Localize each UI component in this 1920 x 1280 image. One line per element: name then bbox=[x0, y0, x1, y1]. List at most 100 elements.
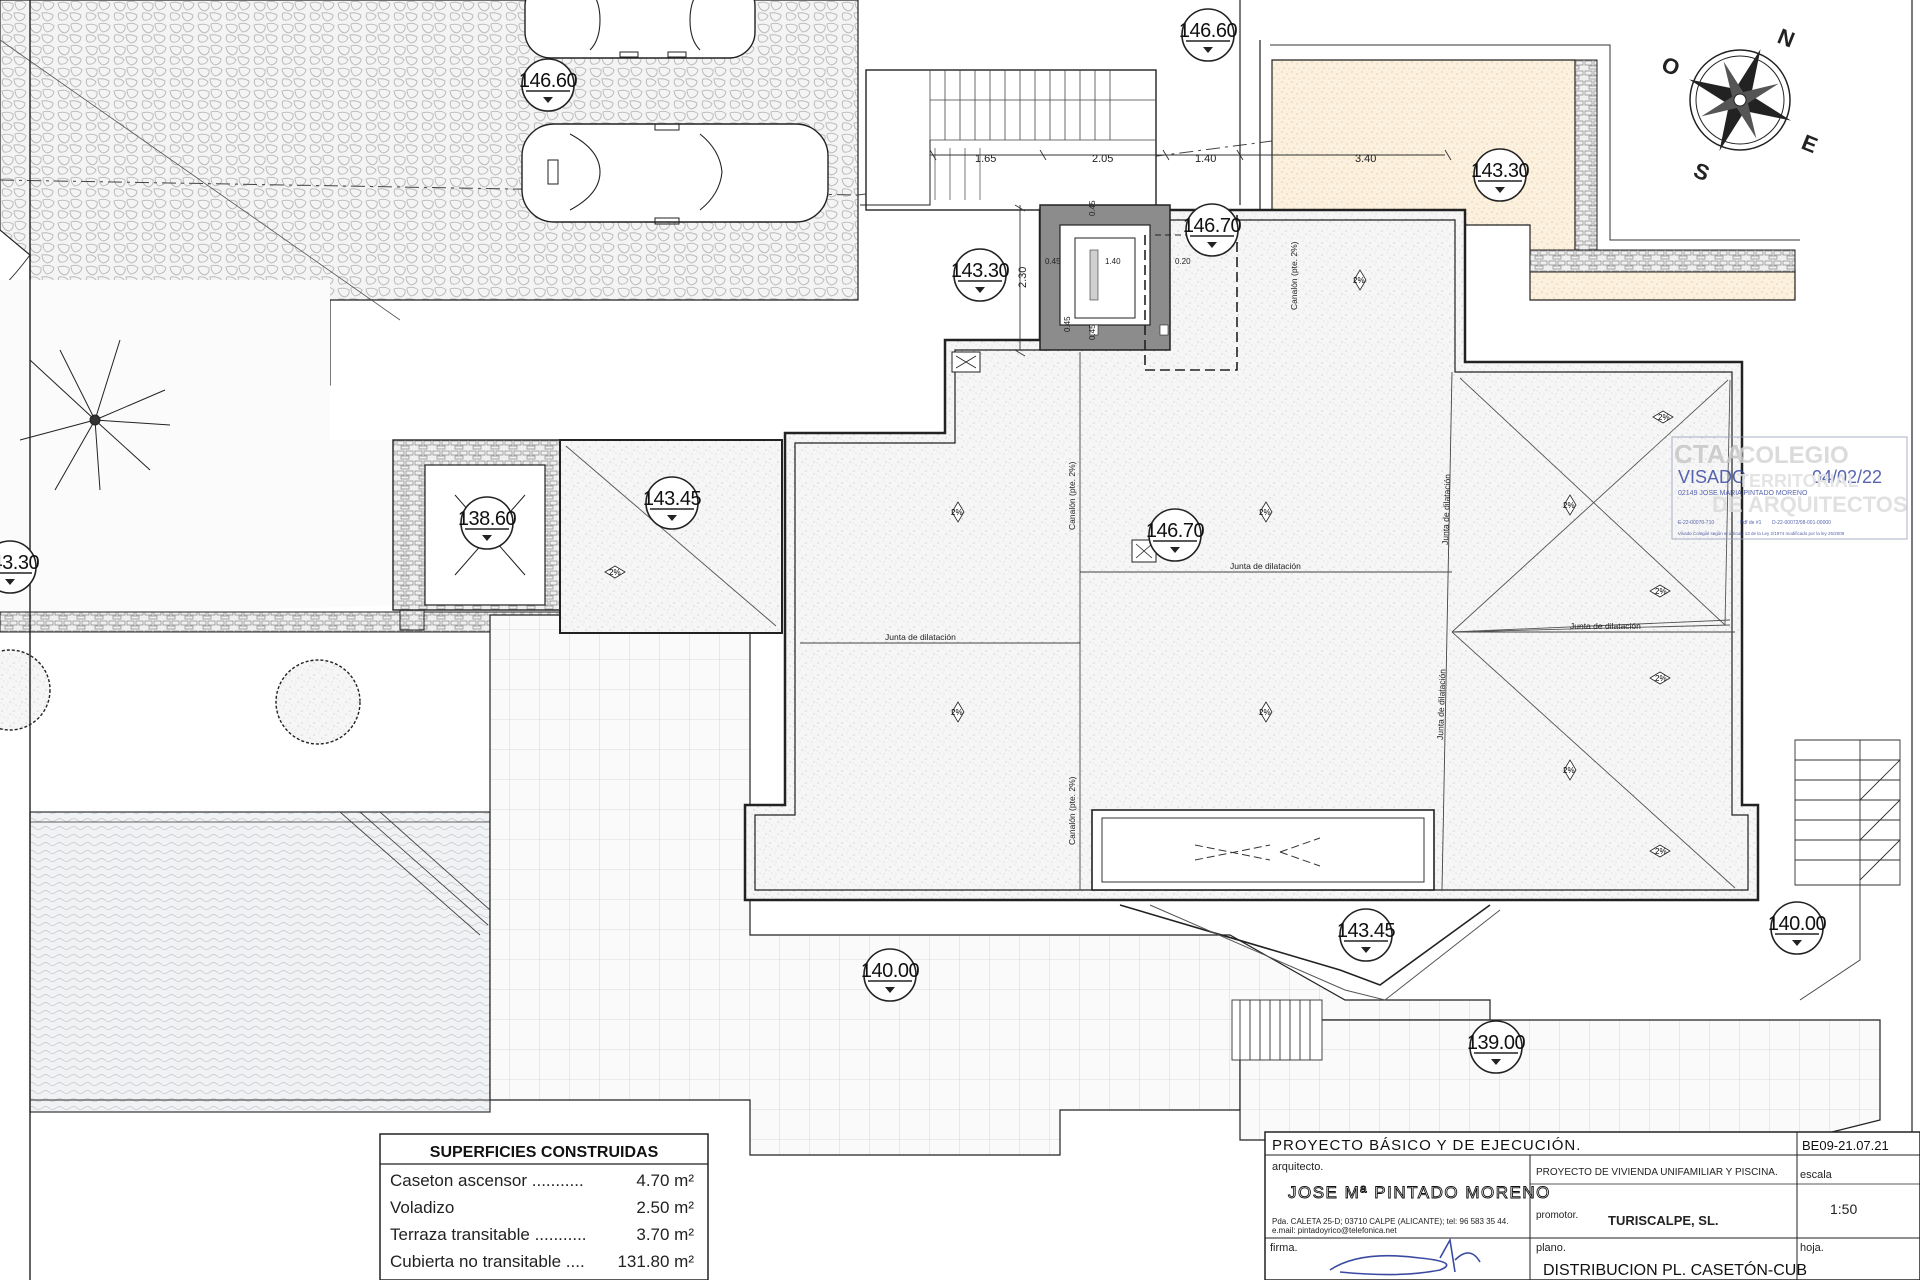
level-marker: 139.00 bbox=[1467, 1020, 1526, 1074]
roof-hatch-icon bbox=[1131, 539, 1157, 563]
level-value: 146.70 bbox=[1183, 215, 1242, 237]
gutter-label: Canalón (pte. 2%) bbox=[1067, 776, 1077, 845]
elevator-shaft bbox=[1039, 204, 1238, 371]
dimension-0-45-top: 0.45 bbox=[1088, 200, 1097, 216]
surface-row: Caseton ascensor ........... 4.70 m² bbox=[390, 1171, 694, 1190]
level-marker: 146.70 bbox=[1183, 203, 1242, 257]
level-markers: 146.60146.60143.30143.30146.70138.60143.… bbox=[0, 8, 1827, 1074]
compass-west-letter: O bbox=[1658, 51, 1683, 81]
plan-name: DISTRIBUCION PL. CASETÓN-CUB bbox=[1543, 1260, 1807, 1279]
swimming-pool bbox=[29, 811, 491, 1113]
shrub-symbol bbox=[0, 649, 51, 731]
level-value: 143.45 bbox=[643, 488, 702, 510]
stamp-ref2: Pdf de #1 bbox=[1740, 520, 1762, 526]
level-marker: 140.00 bbox=[861, 948, 920, 1002]
roof-slabs bbox=[559, 208, 1760, 1001]
level-marker: 143.30 bbox=[0, 540, 40, 594]
svg-text:2%: 2% bbox=[951, 508, 963, 517]
architect-label: arquitecto. bbox=[1272, 1161, 1323, 1173]
expansion-joint-label: Junta de dilatación bbox=[1435, 669, 1447, 740]
stamp-date: 04/02/22 bbox=[1812, 467, 1882, 487]
svg-text:2%: 2% bbox=[1655, 587, 1667, 596]
svg-text:2%: 2% bbox=[1563, 766, 1575, 775]
expansion-joint-label: Junta de dilatación bbox=[1570, 621, 1641, 631]
surface-value: 2.50 m² bbox=[636, 1198, 694, 1217]
slope-arrow: 2% bbox=[1353, 269, 1367, 291]
dimension-1-65: 1.65 bbox=[975, 153, 996, 165]
project-description: PROYECTO DE VIVIENDA UNIFAMILIAR Y PISCI… bbox=[1536, 1167, 1778, 1178]
architect-address: Pda. CALETA 25-D; 03710 CALPE (ALICANTE)… bbox=[1272, 1217, 1508, 1226]
slope-arrow: 2% bbox=[1259, 501, 1273, 523]
dimension-2-05: 2.05 bbox=[1092, 153, 1113, 165]
expansion-joint-label: Junta de dilatación bbox=[1230, 561, 1301, 571]
plan-label: plano. bbox=[1536, 1242, 1566, 1254]
car-top bbox=[524, 0, 756, 59]
slope-arrow: 2% bbox=[1563, 494, 1577, 516]
slope-arrow: 2% bbox=[1649, 584, 1671, 598]
entrance-stairs bbox=[860, 69, 1157, 211]
level-marker: 143.45 bbox=[1337, 908, 1396, 962]
dimension-2-30: 2.30 bbox=[1017, 267, 1029, 288]
visado-stamp: CTAA COLEGIO VISADO 04/02/22 TERRITORIAL… bbox=[1671, 436, 1908, 540]
svg-text:2%: 2% bbox=[1353, 276, 1365, 285]
dimension-0-45-side: 0.45 bbox=[1063, 316, 1072, 332]
level-value: 146.60 bbox=[519, 70, 578, 92]
stamp-visado: VISADO bbox=[1678, 467, 1746, 487]
dimension-0-20: 0.20 bbox=[1175, 257, 1191, 266]
sheet-label: hoja. bbox=[1800, 1242, 1824, 1254]
svg-text:2%: 2% bbox=[1655, 674, 1667, 683]
slope-markers: 2% 2% 2% 2% 2% 2% 2% 2% 2% 2% 2% 2% bbox=[604, 269, 1674, 858]
level-marker: 143.45 bbox=[643, 476, 702, 530]
roof-annotations: Junta de dilatación Junta de dilatación … bbox=[885, 241, 1641, 845]
gutter-label: Canalón (pte. 2%) bbox=[1289, 241, 1299, 310]
dimension-1-40: 1.40 bbox=[1195, 153, 1216, 165]
level-marker: 138.60 bbox=[458, 496, 517, 550]
surface-value: 3.70 m² bbox=[636, 1225, 694, 1244]
stamp-college: COLEGIO bbox=[1738, 442, 1849, 469]
slope-arrow: 2% bbox=[1652, 410, 1674, 424]
level-marker: 146.70 bbox=[1146, 508, 1205, 562]
stone-wall bbox=[0, 611, 561, 633]
slope-arrow: 2% bbox=[1563, 759, 1577, 781]
stamp-architect: 02149 JOSE MARIA PINTADO MORENO bbox=[1678, 490, 1808, 497]
surfaces-table: SUPERFICIES CONSTRUIDAS Caseton ascensor… bbox=[379, 1133, 709, 1280]
signature-label: firma. bbox=[1270, 1242, 1298, 1254]
expansion-joint-label: Junta de dilatación bbox=[885, 632, 956, 642]
surface-row: Cubierta no transitable ....131.80 m² bbox=[390, 1252, 694, 1271]
promotor-name: TURISCALPE, SL. bbox=[1608, 1213, 1719, 1228]
level-marker: 146.60 bbox=[519, 58, 578, 112]
compass-north-letter: N bbox=[1774, 23, 1798, 52]
surface-label: Cubierta no transitable .... bbox=[390, 1252, 585, 1271]
stamp-college3: DE ARQUITECTOS bbox=[1712, 492, 1908, 517]
level-value: 140.00 bbox=[1768, 913, 1827, 935]
surface-value: 4.70 m² bbox=[636, 1171, 694, 1190]
level-marker: 143.30 bbox=[951, 248, 1010, 302]
stamp-ref1: E-22-00070-710 bbox=[1678, 520, 1714, 526]
level-marker: 140.00 bbox=[1768, 901, 1827, 955]
dimension-0-45-bottom: 0.45 bbox=[1088, 324, 1097, 340]
svg-text:2%: 2% bbox=[1563, 501, 1575, 510]
surface-label: Voladizo bbox=[390, 1198, 454, 1217]
dimension-1-40-inner: 1.40 bbox=[1105, 257, 1121, 266]
stamp-org: CTAA bbox=[1674, 439, 1745, 469]
surface-label: Caseton ascensor ........... bbox=[390, 1171, 584, 1190]
dimension-3-40: 3.40 bbox=[1355, 153, 1376, 165]
project-title: PROYECTO BÁSICO Y DE EJECUCIÓN. bbox=[1272, 1137, 1581, 1154]
surface-row: Voladizo 2.50 m² bbox=[390, 1198, 694, 1217]
skylight bbox=[1091, 809, 1435, 891]
svg-text:2%: 2% bbox=[1259, 708, 1271, 717]
level-value: 139.00 bbox=[1467, 1032, 1526, 1054]
roof-hatch-icon bbox=[951, 351, 981, 373]
level-marker: 143.30 bbox=[1471, 148, 1530, 202]
slope-arrow: 2% bbox=[951, 701, 965, 723]
slope-arrow: 2% bbox=[1649, 671, 1671, 685]
level-value: 138.60 bbox=[458, 508, 517, 530]
level-value: 143.30 bbox=[951, 260, 1010, 282]
dimension-0-45-left: 0.45 bbox=[1045, 257, 1061, 266]
scale-label: escala bbox=[1800, 1169, 1833, 1181]
slope-arrow: 2% bbox=[1649, 844, 1671, 858]
surfaces-title: SUPERFICIES CONSTRUIDAS bbox=[430, 1144, 659, 1161]
slope-arrow: 2% bbox=[604, 565, 626, 579]
slope-arrow: 2% bbox=[1259, 701, 1273, 723]
